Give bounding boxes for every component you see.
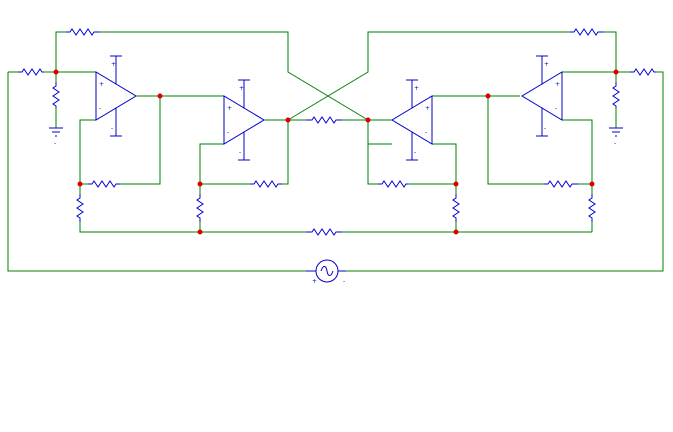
opamp-u3-supply-minus: - <box>414 149 416 156</box>
opamp-u2-plus-mark: + <box>227 105 232 112</box>
ground-right: - <box>609 127 623 147</box>
wire-u2-fb <box>282 120 289 185</box>
opamp-u4-plus-mark: + <box>555 81 560 88</box>
junction <box>453 181 459 187</box>
ac-source-wave-icon <box>320 266 334 276</box>
wire-top-left <box>55 31 66 72</box>
wire-top-left-cross <box>100 31 369 121</box>
resistor-top-right <box>570 28 604 36</box>
junctions <box>53 69 619 235</box>
opamp-u4-supply-plus: + <box>544 61 549 68</box>
opamp-u3-minus-mark: - <box>425 129 427 136</box>
wire-right-rail <box>346 71 664 272</box>
ac-source-plus-mark: + <box>312 278 317 285</box>
junction <box>197 229 203 235</box>
resistor-u1-leg <box>76 194 84 222</box>
resistor-left-shunt <box>52 82 60 108</box>
opamp-u1: + - + - <box>95 55 137 137</box>
opamp-u4: + - + - <box>521 55 563 137</box>
ground-left: - <box>49 127 63 147</box>
junction <box>365 117 371 123</box>
resistor-input-left <box>18 68 44 76</box>
ground-left-mark: - <box>54 140 56 147</box>
junction <box>589 181 595 187</box>
wire-top-right <box>604 31 617 72</box>
wire-u3-fb <box>367 144 378 185</box>
ac-source-minus-mark: - <box>343 278 345 285</box>
opamp-u2-supply-minus: - <box>239 149 241 156</box>
wire-u1-leg-bot <box>79 222 306 233</box>
resistor-u3-feedback <box>378 180 408 188</box>
resistors <box>18 28 656 236</box>
junction <box>77 181 83 187</box>
wire-u2-inv <box>199 143 224 184</box>
opamp-u1-minus-mark: - <box>99 105 101 112</box>
wire-u1-fb <box>120 96 161 185</box>
opamp-u4-supply-minus: - <box>544 125 546 132</box>
opamp-u1-supply-plus: + <box>111 61 116 68</box>
opamp-u2-supply-plus: + <box>239 85 244 92</box>
resistor-middle <box>306 116 342 124</box>
opamp-u1-plus-mark: + <box>99 81 104 88</box>
resistor-right-shunt <box>612 82 620 108</box>
resistor-u2-leg <box>196 194 204 222</box>
wire-top-right-cross <box>287 31 570 121</box>
opamp-u2-minus-mark: - <box>227 129 229 136</box>
opamp-u3-supply-plus: + <box>414 85 419 92</box>
junction <box>613 69 619 75</box>
junction <box>285 117 291 123</box>
wires <box>7 31 664 272</box>
wire-u1-inv <box>79 119 96 184</box>
junction <box>157 93 163 99</box>
wire-left-rail <box>7 72 306 272</box>
opamp-u4-minus-mark: - <box>555 105 557 112</box>
ac-source: + - <box>306 259 346 285</box>
resistor-u4-leg <box>588 194 596 222</box>
resistor-u2-feedback <box>250 180 282 188</box>
junction <box>197 181 203 187</box>
wire-u4-inv <box>562 119 593 184</box>
resistor-input-right <box>630 68 656 76</box>
junction <box>485 93 491 99</box>
resistor-u4-feedback <box>544 180 578 188</box>
opamp-u2: + - + - <box>223 79 265 161</box>
wire-u3-inv <box>367 120 392 145</box>
opamp-u3-plus-mark: + <box>425 105 430 112</box>
resistor-u3-leg <box>452 194 460 222</box>
wire-u3-ninv <box>432 143 457 184</box>
junction <box>53 69 59 75</box>
resistor-bottom <box>306 228 342 236</box>
opamp-u3: + - + - <box>391 79 433 161</box>
resistor-u1-feedback <box>88 180 120 188</box>
ground-right-mark: - <box>614 140 616 147</box>
wire-u4-fb <box>487 96 544 185</box>
resistor-top-left <box>66 28 100 36</box>
opamp-u1-supply-minus: - <box>111 125 113 132</box>
junction <box>453 229 459 235</box>
